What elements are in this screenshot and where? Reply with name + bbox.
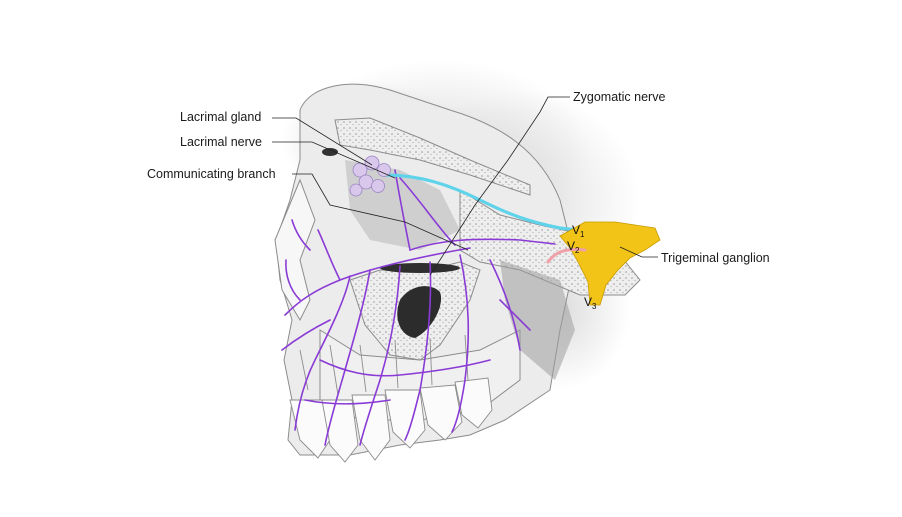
teeth <box>289 334 493 463</box>
label-trigeminal-ganglion: Trigeminal ganglion <box>661 251 770 265</box>
zygomatic-branches <box>281 169 556 446</box>
orbital-roof <box>334 117 531 196</box>
label-v2: V2 <box>567 240 579 257</box>
v2-branch <box>546 248 587 264</box>
v3-subscript: 3 <box>592 302 597 311</box>
leader-lines <box>272 96 658 276</box>
lacrimal-nerve-path <box>383 173 597 234</box>
v1-letter: V <box>572 223 581 237</box>
trigeminal-ganglion-shape <box>559 221 661 306</box>
label-v3: V3 <box>584 296 596 313</box>
label-zygomatic-nerve: Zygomatic nerve <box>573 90 666 104</box>
lacrimal-gland-shape <box>349 155 391 197</box>
label-communicating-branch: Communicating branch <box>147 167 276 181</box>
v3-letter: V <box>584 295 593 309</box>
label-lacrimal-nerve: Lacrimal nerve <box>180 135 262 149</box>
v2-subscript: 2 <box>575 246 580 255</box>
v1-subscript: 1 <box>580 230 585 239</box>
label-v1: V1 <box>572 224 584 241</box>
v2-letter: V <box>567 239 576 253</box>
label-lacrimal-gland: Lacrimal gland <box>180 110 262 124</box>
